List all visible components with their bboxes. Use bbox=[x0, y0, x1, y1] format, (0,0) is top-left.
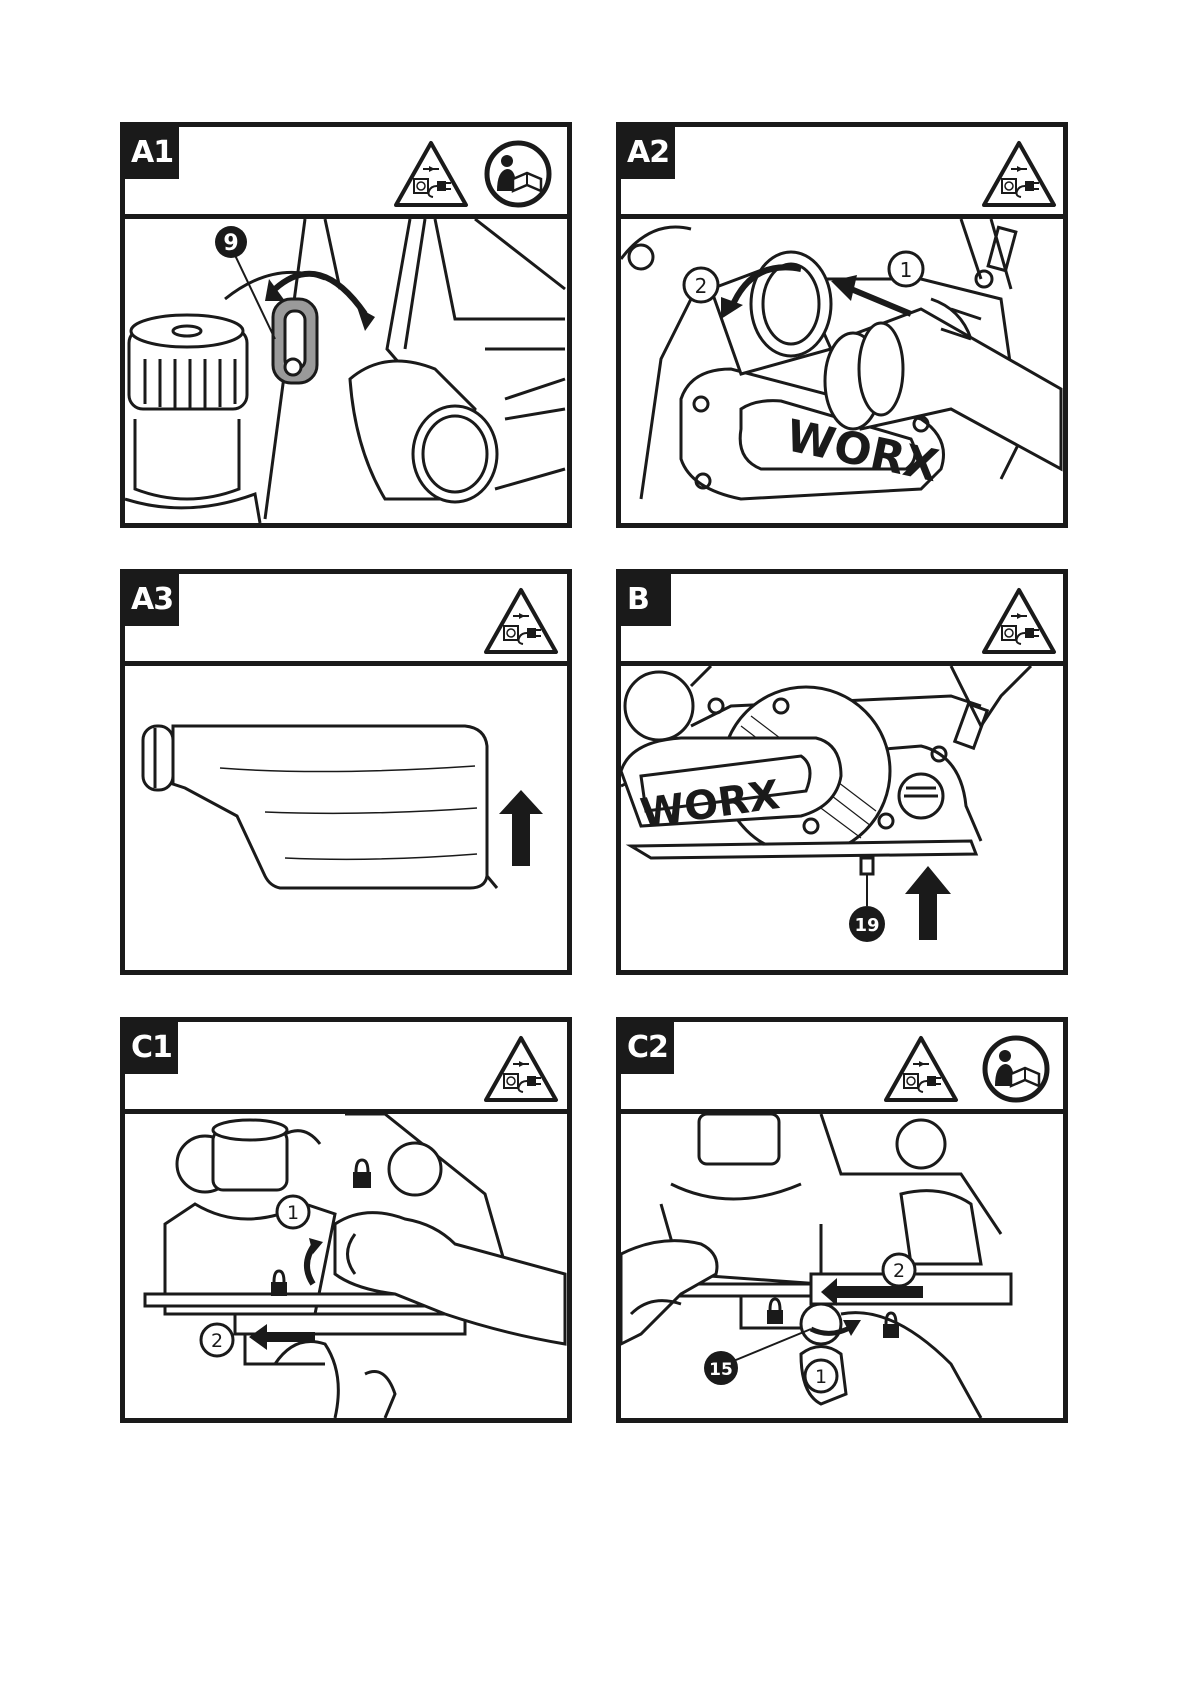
panel-label: A2 bbox=[621, 127, 675, 179]
callout-2: 2 bbox=[211, 1330, 223, 1352]
guide-fence-attach-illustration: 1 2 bbox=[125, 1114, 567, 1418]
panel-label: C2 bbox=[621, 1022, 674, 1074]
panel-header: C1 bbox=[125, 1022, 567, 1114]
panel-b: B bbox=[616, 569, 1068, 975]
unplug-warning-icon bbox=[483, 1034, 559, 1104]
unplug-warning-icon bbox=[483, 586, 559, 656]
read-manual-icon bbox=[981, 1034, 1051, 1104]
callout-19: 19 bbox=[854, 915, 879, 936]
panel-header: A2 bbox=[621, 127, 1063, 219]
panel-c2: C2 bbox=[616, 1017, 1068, 1423]
read-manual-icon bbox=[483, 139, 553, 209]
unplug-warning-icon bbox=[883, 1034, 959, 1104]
dust-bag-illustration bbox=[125, 666, 567, 970]
panel-illustration: 2 15 1 bbox=[621, 1114, 1063, 1418]
panel-header: B bbox=[621, 574, 1063, 666]
callout-1: 1 bbox=[815, 1366, 827, 1388]
panel-illustration bbox=[125, 666, 567, 970]
panel-header: C2 bbox=[621, 1022, 1063, 1114]
panel-label: A1 bbox=[125, 127, 179, 179]
unplug-warning-icon bbox=[981, 139, 1057, 209]
callout-9: 9 bbox=[223, 231, 238, 256]
panel-c1: C1 bbox=[120, 1017, 572, 1423]
unplug-warning-icon bbox=[393, 139, 469, 209]
callout-1: 1 bbox=[900, 258, 913, 282]
panel-header: A1 bbox=[125, 127, 567, 219]
parking-foot-illustration: WORX 19 bbox=[621, 666, 1063, 970]
callout-15: 15 bbox=[709, 1360, 733, 1380]
panel-label: B bbox=[621, 574, 671, 626]
panel-illustration: 1 2 bbox=[125, 1114, 567, 1418]
panel-label: C1 bbox=[125, 1022, 178, 1074]
callout-1: 1 bbox=[287, 1202, 299, 1224]
panel-illustration: WORX 19 bbox=[621, 666, 1063, 970]
callout-2: 2 bbox=[893, 1260, 905, 1282]
panel-header: A3 bbox=[125, 574, 567, 666]
dust-adapter-connect-illustration: WORX 1 2 bbox=[621, 219, 1063, 523]
panel-illustration: 9 bbox=[125, 219, 567, 523]
panel-illustration: WORX 1 2 bbox=[621, 219, 1063, 523]
callout-2: 2 bbox=[695, 274, 708, 298]
panel-a2: A2 bbox=[616, 122, 1068, 528]
panel-label: A3 bbox=[125, 574, 179, 626]
unplug-warning-icon bbox=[981, 586, 1057, 656]
guide-fence-adjust-illustration: 2 15 1 bbox=[621, 1114, 1063, 1418]
dust-port-lever-illustration: 9 bbox=[125, 219, 567, 523]
panel-a1: A1 bbox=[120, 122, 572, 528]
panel-a3: A3 bbox=[120, 569, 572, 975]
